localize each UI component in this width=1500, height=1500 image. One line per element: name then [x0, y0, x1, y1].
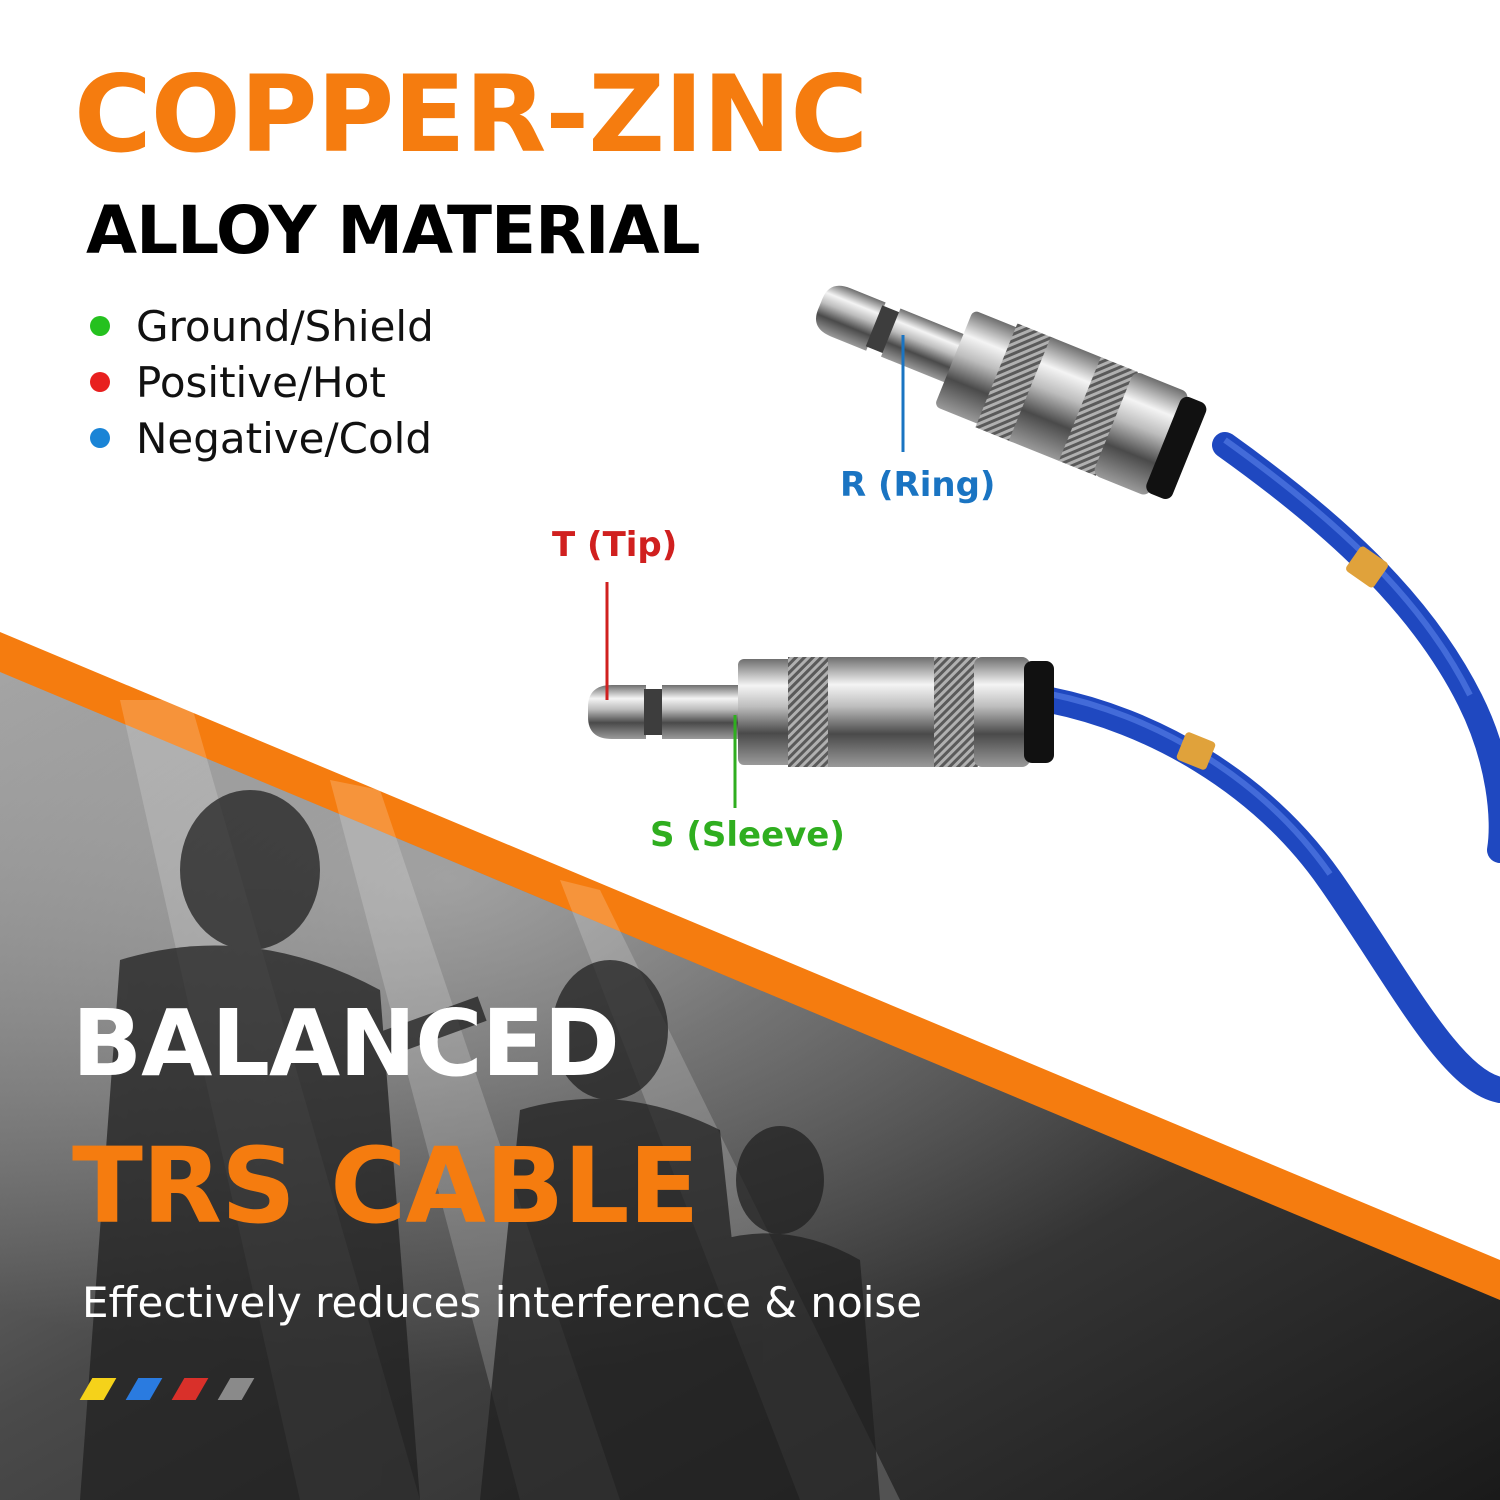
lower-plug: [588, 657, 1054, 767]
legend-item-negative: Negative/Cold: [90, 418, 432, 460]
upper-cable: [1212, 432, 1500, 863]
legend-dot-positive: [90, 371, 110, 392]
stripe-yellow: [79, 1378, 117, 1400]
callout-sleeve-label: S (Sleeve): [650, 815, 845, 855]
lower-cable: [1037, 687, 1500, 1103]
banner-tagline: Effectively reduces interference & noise: [82, 1278, 923, 1327]
headline-alloy-material: ALLOY MATERIAL: [86, 192, 701, 269]
legend-item-positive: Positive/Hot: [90, 362, 386, 404]
upper-cable-marker: [1346, 546, 1388, 588]
legend-label-negative: Negative/Cold: [136, 414, 432, 463]
color-stripes: [79, 1378, 270, 1400]
banner-balanced: BALANCED: [72, 990, 620, 1097]
banner-trs-cable: TRS CABLE: [72, 1125, 700, 1247]
callout-tip-label: T (Tip): [552, 525, 678, 565]
legend-dot-negative: [90, 427, 110, 448]
stripe-blue: [125, 1378, 163, 1400]
legend-label-ground: Ground/Shield: [136, 302, 434, 351]
legend-dot-ground: [90, 315, 110, 336]
lower-cable-marker: [1176, 732, 1216, 770]
stripe-red: [171, 1378, 209, 1400]
legend-item-ground: Ground/Shield: [90, 306, 434, 348]
performer-silhouettes: [80, 790, 880, 1500]
stripe-gray: [217, 1378, 255, 1400]
headline-copper-zinc: COPPER-ZINC: [74, 53, 868, 176]
callout-ring-label: R (Ring): [840, 465, 996, 505]
legend-label-positive: Positive/Hot: [136, 358, 386, 407]
